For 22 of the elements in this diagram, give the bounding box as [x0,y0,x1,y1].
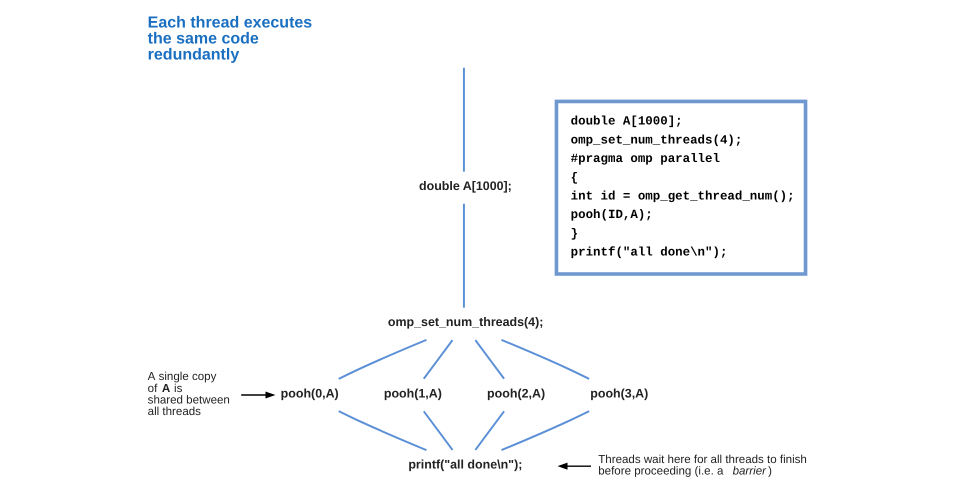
node-text: pooh(0,A) [280,386,339,400]
node-text: pooh(1,A) [384,386,442,400]
connector [474,340,505,380]
node-text: A single copy of A is shared between all threads [148,371,230,418]
connector [423,410,454,450]
node-text: pooh(3,A) [590,386,648,400]
connector [462,68,465,172]
connector [422,340,454,380]
connector [474,410,505,450]
node-text: omp_set_num_threads(4); [388,315,544,330]
connector [501,338,590,380]
connector [501,410,590,451]
connector [338,410,427,451]
arrow [558,462,591,470]
arrow [241,392,276,398]
node-text: pooh(2,A) [487,386,546,400]
node-text: double A[1000]; [419,179,512,194]
diagram-title: Each thread executes the same code redundantly [148,14,312,64]
node-text: printf("all done\n"); [408,458,522,472]
node-text: Threads wait here for all threads to finish before proceeding (i.e. a barrier) [598,454,807,478]
connector [338,338,427,380]
connector [462,204,465,308]
